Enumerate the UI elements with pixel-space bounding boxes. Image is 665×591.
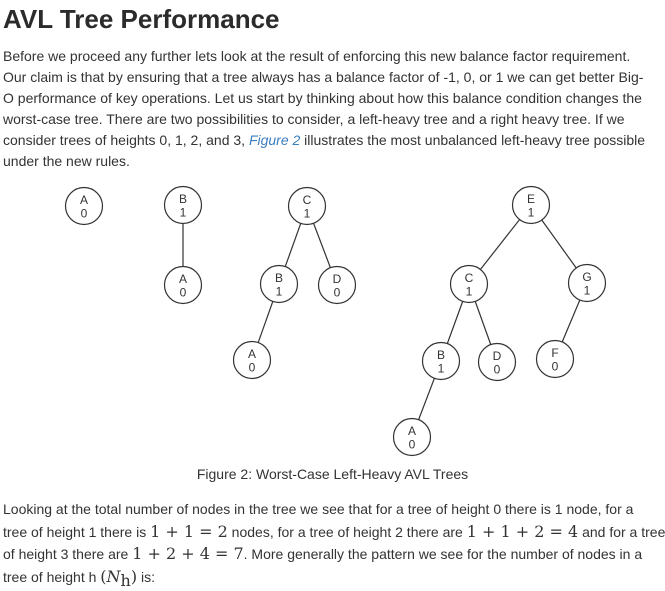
tree-node-key-label: B xyxy=(179,192,187,206)
tree-node-key-label: D xyxy=(493,349,502,363)
tree-node-t3-D: D0 xyxy=(317,265,357,305)
tree-node-circle xyxy=(287,186,327,226)
tree-node-balance-factor: 0 xyxy=(180,286,187,300)
tree-node-circle xyxy=(421,341,461,381)
count-line-2a: tree of height 1 there is xyxy=(3,523,151,540)
intro-line-5-pre: consider trees of heights 0, 1, 2, and 3… xyxy=(3,132,249,148)
count-line-2: tree of height 1 there is 1 + 1 = 2 node… xyxy=(3,521,665,544)
count-line-2b: nodes, for a tree of height 2 there are xyxy=(227,523,467,540)
count-line-3: of height 3 there are 1 + 2 + 4 = 7. Mor… xyxy=(3,543,663,566)
tree-node-balance-factor: 0 xyxy=(334,286,341,300)
tree-node-circle xyxy=(64,186,104,226)
page-content: AVL Tree Performance Before we proceed a… xyxy=(0,4,665,591)
math-sum-height-2: 1 + 1 + 2 = 4 xyxy=(466,521,579,541)
tree-node-t1-A: A0 xyxy=(64,186,104,226)
tree-node-circle xyxy=(449,264,489,304)
tree-node-key-label: C xyxy=(303,193,312,207)
count-line-3a: of height 3 there are xyxy=(3,546,133,562)
intro-line-5-post: illustrates the most unbalanced left-hea… xyxy=(300,132,646,148)
tree-node-circle xyxy=(477,342,517,382)
tree-node-balance-factor: 0 xyxy=(249,361,256,375)
tree-node-t4-F: F0 xyxy=(535,339,575,379)
tree-node-t3-B: B1 xyxy=(259,264,299,304)
tree-node-t4-C: C1 xyxy=(449,264,489,304)
tree-node-t4-E: E1 xyxy=(511,185,551,225)
page-title: AVL Tree Performance xyxy=(3,4,280,34)
count-line-4: tree of height h (Nh) is: xyxy=(3,566,663,591)
tree-node-key-label: A xyxy=(80,193,88,207)
tree-node-t4-A: A0 xyxy=(392,417,432,457)
tree-node-t4-G: G1 xyxy=(567,263,607,303)
tree-node-balance-factor: 0 xyxy=(81,207,88,221)
tree-node-t2-B: B1 xyxy=(163,185,203,225)
tree-node-circle xyxy=(511,185,551,225)
tree-node-key-label: A xyxy=(248,347,256,361)
count-line-4a: tree of height h xyxy=(3,568,101,585)
node-count-paragraph: Looking at the total number of nodes in … xyxy=(3,499,665,591)
figure-2-link[interactable]: Figure 2 xyxy=(248,132,301,148)
intro-line-4: worst-case tree. There are two possibili… xyxy=(3,111,625,127)
tree-node-balance-factor: 0 xyxy=(494,363,501,377)
math-Nh-close-paren: ) xyxy=(130,566,138,586)
tree-node-circle xyxy=(163,185,203,225)
tree-node-t4-B: B1 xyxy=(421,341,461,381)
tree-node-balance-factor: 0 xyxy=(552,360,559,374)
math-sum-height-1: 1 + 1 = 2 xyxy=(150,521,228,541)
math-sum-height-3: 1 + 2 + 4 = 7 xyxy=(132,544,244,563)
tree-node-circle xyxy=(392,417,432,457)
tree-node-balance-factor: 1 xyxy=(180,206,187,220)
tree-node-key-label: E xyxy=(527,192,535,206)
count-line-4b: is: xyxy=(137,568,155,585)
tree-node-key-label: D xyxy=(333,272,342,286)
intro-line-5: consider trees of heights 0, 1, 2, and 3… xyxy=(3,130,663,151)
intro-paragraph: Before we proceed any further lets look … xyxy=(3,46,663,172)
tree-node-t3-A: A0 xyxy=(232,340,272,380)
tree-node-key-label: C xyxy=(465,271,474,285)
tree-node-key-label: B xyxy=(275,271,283,285)
math-Nh-subscript: h xyxy=(120,570,131,590)
tree-node-t3-C: C1 xyxy=(287,186,327,226)
tree-node-key-label: A xyxy=(179,272,187,286)
intro-line-1: Before we proceed any further lets look … xyxy=(3,48,631,64)
tree-node-circle xyxy=(259,264,299,304)
intro-line-2: Our claim is that by ensuring that a tre… xyxy=(3,69,644,85)
tree-node-circle xyxy=(317,265,357,305)
tree-node-circle xyxy=(567,263,607,303)
tree-node-balance-factor: 1 xyxy=(438,362,445,376)
tree-node-key-label: F xyxy=(551,346,558,360)
count-line-2c: and for a tree xyxy=(578,523,665,540)
figure-2-caption: Figure 2: Worst-Case Left-Heavy AVL Tree… xyxy=(196,466,469,482)
tree-node-t2-A: A0 xyxy=(163,265,203,305)
tree-node-balance-factor: 1 xyxy=(304,207,311,221)
intro-line-6: under the new rules. xyxy=(3,153,130,169)
tree-node-t4-D: D0 xyxy=(477,342,517,382)
tree-node-balance-factor: 1 xyxy=(466,285,473,299)
tree-node-balance-factor: 1 xyxy=(584,284,591,298)
tree-node-circle xyxy=(232,340,272,380)
tree-node-balance-factor: 0 xyxy=(409,438,416,452)
tree-node-balance-factor: 1 xyxy=(276,285,283,299)
count-line-1: Looking at the total number of nodes in … xyxy=(3,501,634,517)
tree-node-key-label: A xyxy=(408,424,416,438)
math-Nh-symbol: N xyxy=(106,566,121,586)
tree-node-circle xyxy=(163,265,203,305)
tree-node-balance-factor: 1 xyxy=(528,206,535,220)
math-Nh-open-paren: ( xyxy=(100,566,107,586)
tree-node-circle xyxy=(535,339,575,379)
tree-node-key-label: G xyxy=(582,270,591,284)
count-line-3b: . More generally the pattern we see for … xyxy=(243,546,643,562)
tree-node-key-label: B xyxy=(437,348,445,362)
intro-line-3: O performance of key operations. Let us … xyxy=(3,90,642,106)
